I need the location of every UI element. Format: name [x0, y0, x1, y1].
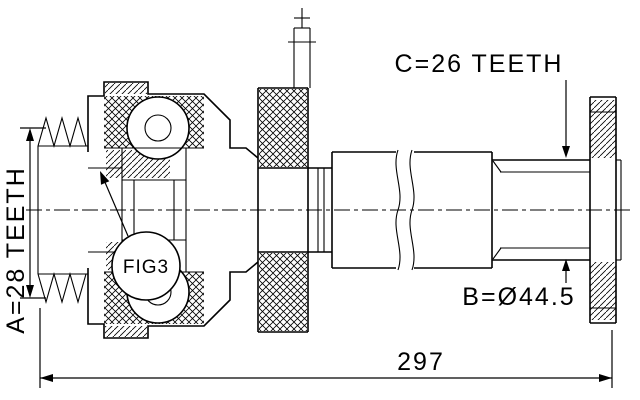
clamp-land-hatch-bottom — [105, 326, 147, 337]
dim-overall-length: 297 — [39, 308, 613, 388]
ring-hatch-bottom — [590, 262, 616, 320]
ring-hatch-top — [590, 100, 616, 158]
dim-a-label: A=28 TEETH — [2, 166, 30, 334]
flange-hatch-top — [259, 89, 307, 167]
fig3-balloon: FIG3 — [100, 171, 181, 301]
flange — [257, 8, 316, 333]
fig3-leader — [100, 172, 129, 237]
clamp-land-hatch — [105, 83, 147, 94]
dim-b-diameter: B=Ø44.5 — [462, 259, 575, 311]
dim-c-spline-count: C=26 TEETH — [395, 50, 570, 158]
fig3-leader-arrow — [100, 171, 110, 185]
spline-section — [492, 159, 590, 261]
fig3-label: FIG3 — [123, 257, 169, 278]
dim-c-label: C=26 TEETH — [395, 50, 564, 78]
dim-b-label: B=Ø44.5 — [462, 283, 575, 311]
flange-hatch-bottom — [259, 253, 307, 331]
drive-shaft — [258, 151, 493, 269]
bearing-ball-top — [126, 96, 190, 160]
dim-a-spline-count: A=28 TEETH — [2, 127, 46, 334]
flange-stud — [288, 8, 316, 88]
dim-length-label: 297 — [397, 348, 445, 376]
fig3-circle — [111, 231, 181, 301]
